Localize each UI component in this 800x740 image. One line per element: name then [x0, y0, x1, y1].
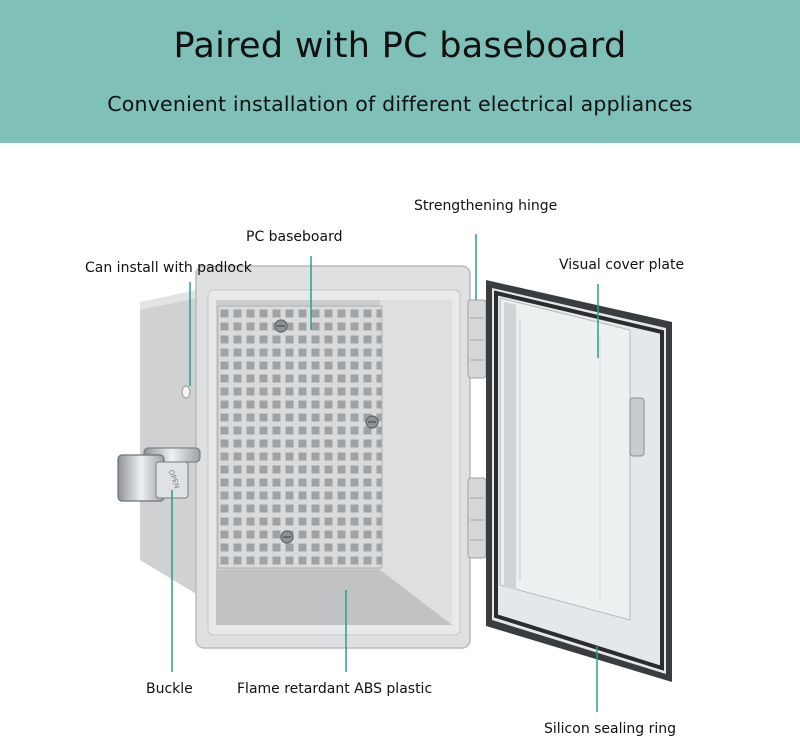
page-subtitle: Convenient installation of different ele…	[107, 92, 693, 116]
label-padlock: Can install with padlock	[85, 260, 252, 276]
pc-baseboard	[217, 305, 383, 569]
label-visual-cover-plate: Visual cover plate	[559, 257, 685, 273]
page-title: Paired with PC baseboard	[173, 26, 627, 66]
buckle: OPEN	[117, 447, 201, 502]
label-sealing-ring: Silicon sealing ring	[544, 721, 677, 737]
visual-cover-plate	[486, 280, 672, 682]
silicon-sealing-ring	[494, 290, 664, 671]
label-strengthening-hinge: Strengthening hinge	[414, 198, 558, 214]
header-banner: Paired with PC baseboard Convenient inst…	[0, 0, 800, 143]
label-buckle: Buckle	[146, 681, 193, 697]
box-side-wall	[140, 290, 198, 595]
padlock-hole	[181, 385, 191, 399]
callout-lines	[171, 234, 599, 712]
label-pc-baseboard: PC baseboard	[246, 229, 343, 245]
label-abs-plastic: Flame retardant ABS plastic	[237, 681, 433, 697]
